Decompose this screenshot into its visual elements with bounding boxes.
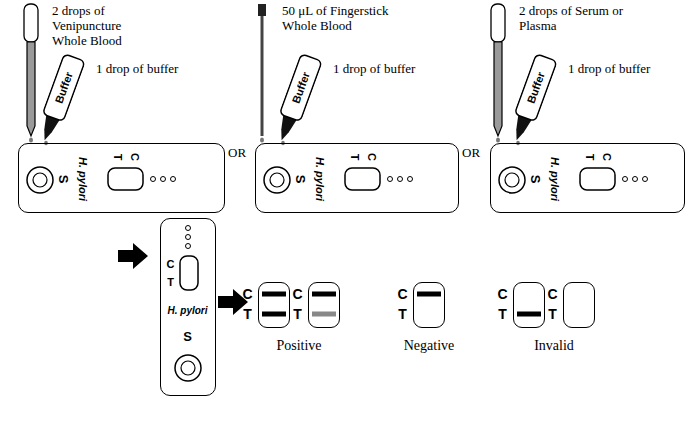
cassette-parts — [27, 167, 176, 193]
test-line — [262, 312, 286, 317]
result-window: CT — [258, 282, 290, 328]
line-label: T — [398, 306, 407, 322]
result-window: CT — [563, 282, 595, 328]
control-line — [312, 292, 336, 297]
test-cassette: CT H. pyloriS — [160, 218, 216, 396]
test-line — [517, 312, 541, 317]
drop — [260, 137, 264, 142]
result-window: CT — [513, 282, 545, 328]
control-line — [262, 292, 286, 297]
capillary-tube — [258, 4, 266, 16]
brand-label: H. pylori — [167, 304, 207, 315]
line-label: C — [167, 258, 175, 270]
result-label: Positive — [254, 338, 344, 354]
or-label: OR — [228, 146, 254, 161]
line-label: C — [601, 153, 613, 161]
line-label: T — [112, 153, 124, 160]
result-label: Invalid — [514, 338, 594, 354]
line-label: C — [547, 286, 557, 302]
brand-label: H. pylori — [549, 156, 561, 200]
line-label: C — [497, 286, 507, 302]
sample-instruction: 2 drops of Serum or Plasma — [519, 4, 623, 34]
capillary-tube — [261, 16, 264, 136]
result-window: CT — [413, 282, 445, 328]
sample-instruction: 2 drops of Venipuncture Whole Blood — [52, 4, 137, 49]
test-cassette: S H. pylori TC — [490, 143, 685, 213]
line-label: C — [242, 286, 252, 302]
cassette-parts — [264, 167, 413, 193]
buffer-instruction: 1 drop of buffer — [333, 62, 433, 77]
line-label: T — [498, 306, 507, 322]
dropper — [24, 4, 38, 143]
control-line — [417, 292, 441, 297]
cassette-parts — [175, 226, 201, 382]
line-label: T — [584, 153, 596, 160]
sample-port-label: S — [527, 174, 542, 183]
sample-port-label: S — [292, 174, 307, 183]
line-label: C — [397, 286, 407, 302]
test-line — [312, 312, 336, 317]
result-label: Negative — [384, 338, 474, 354]
test-cassette: S H. pylori TC — [18, 143, 225, 213]
brand-label: H. pylori — [77, 156, 89, 200]
or-label: OR — [462, 146, 488, 161]
sample-instruction: 50 μL of Fingerstick Whole Blood — [282, 4, 407, 34]
result-window: CT — [308, 282, 340, 328]
line-label: C — [129, 153, 141, 161]
line-label: T — [349, 153, 361, 160]
line-label: T — [293, 306, 302, 322]
brand-label: H. pylori — [314, 156, 326, 200]
buffer-bottle: Buffer — [270, 52, 323, 145]
cassette-parts — [499, 167, 648, 193]
buffer-instruction: 1 drop of buffer — [568, 62, 668, 77]
buffer-instruction: 1 drop of buffer — [96, 62, 196, 77]
step-arrow — [118, 243, 148, 269]
buffer-bottle: Buffer — [33, 52, 86, 145]
line-label: T — [243, 306, 252, 322]
dropper — [491, 4, 505, 143]
buffer-bottle: Buffer — [505, 52, 558, 145]
sample-port-label: S — [55, 174, 70, 183]
sample-port-label: S — [183, 328, 192, 343]
line-label: T — [167, 276, 174, 288]
test-cassette: S H. pylori TC — [255, 143, 459, 213]
line-label: C — [292, 286, 302, 302]
line-label: T — [548, 306, 557, 322]
line-label: C — [366, 153, 378, 161]
